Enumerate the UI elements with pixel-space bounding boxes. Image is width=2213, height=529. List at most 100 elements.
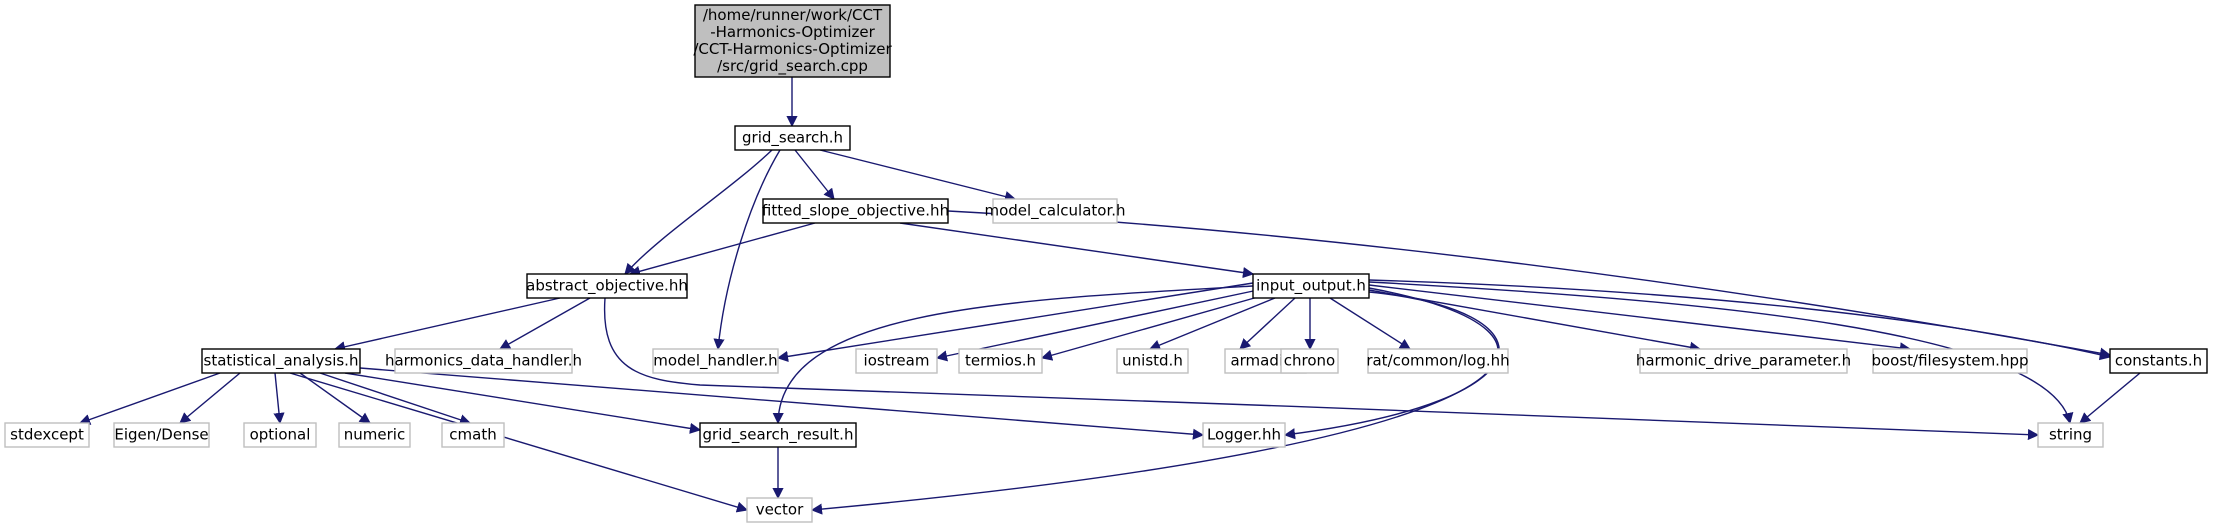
edge-input_output_h-to-model_handler_h bbox=[776, 282, 1254, 362]
edge-fitted_slope_objective_hh-to-abstract_objective_hh bbox=[628, 222, 816, 277]
edge-statistical_analysis_h-to-cmath bbox=[319, 372, 472, 426]
node-model-handler-h: model_handler.h bbox=[652, 348, 779, 374]
node-optional: optional bbox=[243, 422, 317, 448]
edge-statistical_analysis_h-to-stdexcept bbox=[78, 372, 221, 425]
edge-statistical_analysis_h-to-numeric bbox=[299, 372, 371, 424]
node-stdexcept: stdexcept bbox=[4, 422, 90, 448]
node-box bbox=[201, 348, 361, 374]
node-grid-search-result-h[interactable]: grid_search_result.h bbox=[699, 422, 857, 448]
node-label: harmonics_data_handler.h bbox=[385, 352, 582, 371]
node-box bbox=[992, 198, 1118, 224]
edge-statistical_analysis_h-to-eigen_dense bbox=[179, 372, 241, 424]
node-unistd-h: unistd.h bbox=[1116, 348, 1189, 374]
node-label: unistd.h bbox=[1122, 352, 1183, 370]
edge-input_output_h-to-termios_h bbox=[1040, 294, 1266, 361]
node-harmonic-drive-parameter-h: harmonic_drive_parameter.h bbox=[1636, 348, 1851, 374]
node-label: Eigen/Dense bbox=[114, 426, 208, 444]
node-label: string bbox=[2049, 426, 2092, 444]
node-box bbox=[113, 422, 210, 448]
node-box bbox=[1202, 422, 1286, 448]
edge-grid_search_h-to-model_handler_h bbox=[713, 149, 781, 351]
node-box bbox=[2037, 422, 2104, 448]
node-termios-h: termios.h bbox=[958, 348, 1043, 374]
node-box bbox=[1367, 348, 1509, 374]
node-box bbox=[1280, 348, 1339, 374]
node-abstract-objective-hh[interactable]: abstract_objective.hh bbox=[526, 273, 688, 299]
node-label: stdexcept bbox=[10, 426, 84, 444]
node-label: rat/common/log.hh bbox=[1366, 352, 1509, 370]
node-box bbox=[652, 348, 779, 374]
node-label: abstract_objective.hh bbox=[526, 277, 688, 296]
edge-input_output_h-to-armadillo bbox=[1239, 297, 1296, 350]
node-box bbox=[958, 348, 1043, 374]
edge-abstract_objective_hh-to-string bbox=[603, 297, 2040, 441]
node-box bbox=[4, 422, 90, 448]
node-label: /home/runner/work/CCT bbox=[703, 6, 883, 24]
node-box bbox=[441, 422, 505, 448]
edge-grid_search_h-to-fitted_slope_objective_hh bbox=[794, 149, 835, 200]
edge-statistical_analysis_h-to-optional bbox=[273, 372, 285, 425]
node-label: fitted_slope_objective.hh bbox=[762, 202, 949, 221]
node-fitted-slope-objective-hh[interactable]: fitted_slope_objective.hh bbox=[762, 198, 949, 224]
node-label: optional bbox=[250, 426, 311, 444]
node-box bbox=[746, 497, 813, 523]
node-label: harmonic_drive_parameter.h bbox=[1636, 352, 1851, 371]
node-rat-common-log-hh: rat/common/log.hh bbox=[1366, 348, 1510, 374]
node-box bbox=[855, 348, 938, 374]
edge-abstract_objective_hh-to-statistical_analysis_h bbox=[333, 297, 561, 353]
node-constants-h[interactable]: constants.h bbox=[2109, 348, 2208, 374]
edge-input_output_h-to-harmonic_drive_parameter_h bbox=[1368, 289, 1702, 353]
node-grid-search-h[interactable]: grid_search.h bbox=[734, 125, 851, 151]
node-box bbox=[694, 4, 891, 78]
edge-constants_h-to-string bbox=[2079, 372, 2141, 424]
node-label: numeric bbox=[344, 426, 405, 444]
edge-input_output_h-to-vector bbox=[810, 287, 1499, 515]
edge-grid_search_h-to-model_calculator_h bbox=[819, 149, 1017, 202]
node-box bbox=[526, 273, 688, 299]
node-eigen-dense: Eigen/Dense bbox=[113, 422, 210, 448]
node-box bbox=[1872, 348, 2028, 374]
node-box bbox=[1252, 273, 1370, 299]
node-label: /CCT-Harmonics-Optimizer bbox=[693, 40, 892, 58]
node-numeric: numeric bbox=[338, 422, 411, 448]
node-chrono: chrono bbox=[1280, 348, 1339, 374]
node-box bbox=[699, 422, 857, 448]
node-label: boost/filesystem.hpp bbox=[1871, 352, 2028, 370]
node-label: /src/grid_search.cpp bbox=[717, 57, 868, 76]
node-box bbox=[1639, 348, 1848, 374]
node-label: model_calculator.h bbox=[984, 202, 1125, 221]
node-statistical-analysis-h[interactable]: statistical_analysis.h bbox=[201, 348, 361, 374]
node-model-calculator-h: model_calculator.h bbox=[984, 198, 1126, 224]
nodes-layer: /home/runner/work/CCT-Harmonics-Optimize… bbox=[4, 4, 2208, 523]
node-label: chrono bbox=[1284, 352, 1335, 370]
node-vector: vector bbox=[746, 497, 813, 523]
node-box bbox=[762, 198, 949, 224]
node-boost-filesystem-hpp: boost/filesystem.hpp bbox=[1871, 348, 2029, 374]
edge-grid_search_h-to-abstract_objective_hh bbox=[624, 149, 773, 275]
node-root[interactable]: /home/runner/work/CCT-Harmonics-Optimize… bbox=[693, 4, 893, 78]
edge-input_output_h-to-iostream bbox=[935, 289, 1259, 362]
node-box bbox=[2109, 348, 2208, 374]
node-label: grid_search_result.h bbox=[703, 426, 854, 445]
node-label: cmath bbox=[449, 426, 496, 444]
edge-fitted_slope_objective_hh-to-input_output_h bbox=[899, 222, 1255, 279]
node-string: string bbox=[2037, 422, 2104, 448]
node-label: vector bbox=[756, 501, 804, 519]
edge-input_output_h-to-rat_common_log_hh bbox=[1329, 297, 1411, 350]
node-label: termios.h bbox=[965, 352, 1036, 370]
edge-input_output_h-to-boost_filesystem_hpp bbox=[1368, 284, 1912, 354]
edges-layer bbox=[78, 77, 2141, 515]
edge-input_output_h-to-unistd_h bbox=[1148, 297, 1276, 351]
edge-statistical_analysis_h-to-grid_search_result_h bbox=[344, 372, 702, 434]
node-iostream: iostream bbox=[855, 348, 938, 374]
node-box bbox=[734, 125, 851, 151]
node-box bbox=[338, 422, 411, 448]
node-label: input_output.h bbox=[1256, 277, 1366, 296]
edge-statistical_analysis_h-to-vector bbox=[289, 372, 749, 513]
edge-abstract_objective_hh-to-harmonics_data_handler_h bbox=[499, 297, 591, 350]
edge-input_output_h-to-constants_h bbox=[1368, 279, 2112, 361]
node-input-output-h[interactable]: input_output.h bbox=[1252, 273, 1370, 299]
edge-input_output_h-to-grid_search_result_h bbox=[772, 285, 1254, 425]
node-logger-hh: Logger.hh bbox=[1202, 422, 1286, 448]
